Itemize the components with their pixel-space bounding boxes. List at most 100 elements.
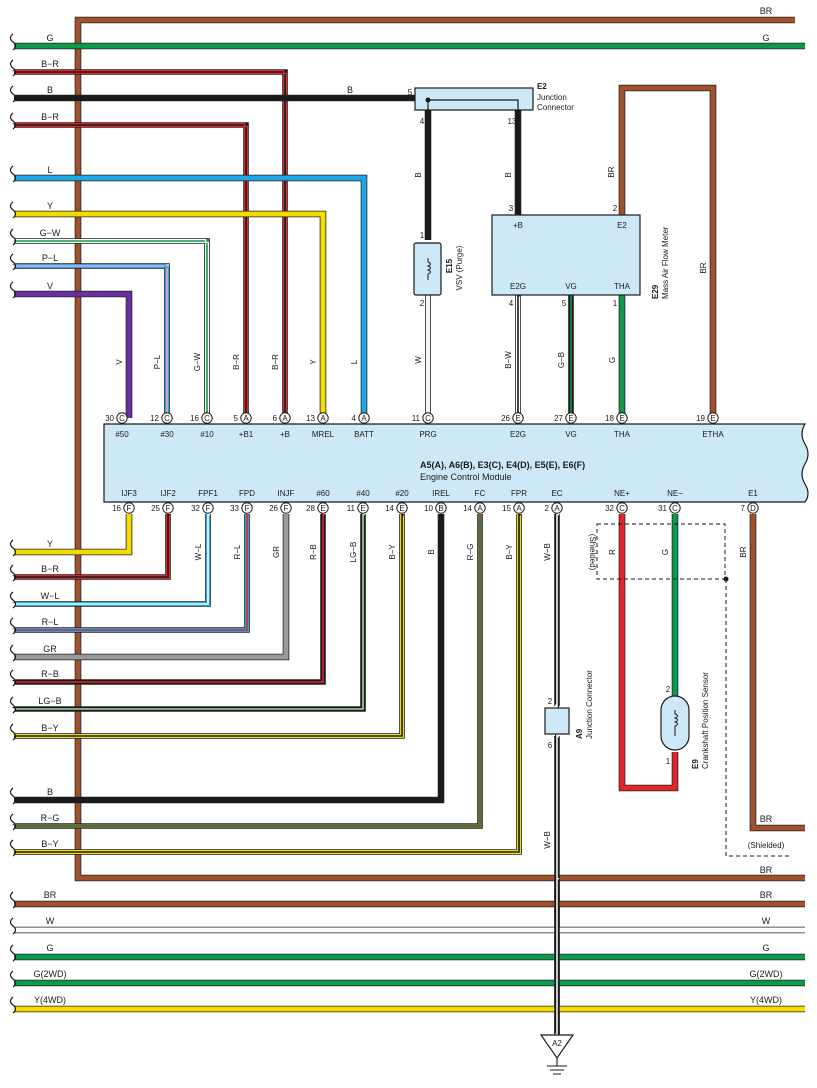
wire-core (14, 514, 325, 684)
a9-code: A9 (575, 728, 584, 739)
pin-letter: F (127, 504, 132, 513)
wire-v-50 (14, 290, 133, 418)
ecm-bottom-pin (747, 502, 759, 514)
e15-coil-icon (426, 258, 431, 280)
ecm-bottom-pin (669, 502, 681, 514)
e29-pin-tha: THA (614, 282, 631, 291)
vert-top-label: L (350, 359, 359, 364)
pin-letter: C (164, 414, 170, 423)
wire-stripe (15, 515, 249, 632)
ecm-top-pin-name: E2G (510, 430, 526, 439)
e2-junction-connector (414, 87, 534, 111)
break-left-bottom (9, 669, 17, 687)
a9-pin-2: 2 (548, 697, 553, 706)
ecm-top-pin-name: #30 (160, 430, 174, 439)
a9-pin-6: 6 (548, 741, 553, 750)
e29-pin-e2: E2 (617, 221, 627, 230)
wire-stripe (12, 264, 167, 417)
pin-letter: D (750, 504, 756, 513)
ecm-top-pin (512, 412, 524, 424)
wire-stripe (12, 512, 519, 852)
wire-rl-fpd (12, 512, 250, 633)
br-e1-label: BR (760, 814, 773, 824)
ecm-top-pin-num: 19 (696, 414, 705, 423)
ecm-bottom-pin-num: 32 (605, 504, 614, 513)
wire-stripe (15, 266, 169, 420)
pin-letter: C (672, 504, 678, 513)
ecm-bottom-pin-name: FC (475, 489, 486, 498)
pin-letter: E (710, 414, 715, 423)
a9-name: Junction Connector (585, 670, 594, 739)
break-left-top (9, 165, 17, 183)
ecm-bottom-pin-num: 14 (385, 504, 394, 513)
pin-letter: F (166, 504, 171, 513)
ecm-top-pin-num: 11 (412, 414, 421, 423)
left-top-wire-label: B−R (41, 59, 59, 69)
vert-bottom-label: B (427, 549, 436, 554)
wire-y-ijf3 (14, 514, 133, 556)
wire-r-ne-plus (618, 514, 679, 792)
e9-pin-1: 1 (666, 757, 671, 766)
break-bottom-bus (9, 891, 17, 909)
vert-bottom-label: G (661, 549, 670, 555)
wire-stripe (15, 515, 210, 606)
e9-name: Crankshaft Position Sensor (701, 672, 710, 769)
wire-stripe (12, 70, 285, 417)
wire-stripe (12, 239, 207, 417)
bottom-bus-right-label: BR (760, 890, 773, 900)
e2-name-1: Junction (537, 93, 567, 102)
ecm-bottom-pin-num: 11 (347, 504, 356, 513)
e9-sensor-body (660, 695, 690, 751)
wire-outline (14, 290, 133, 418)
ecm-bottom-pin-name: E1 (748, 489, 758, 498)
bottom-bus-left-label: Y(4WD) (34, 995, 66, 1005)
wire-wb-ground-over (554, 876, 560, 1037)
left-top-wire-label: G−W (40, 228, 61, 238)
components-layer (103, 87, 809, 1075)
br-e2-label: BR (607, 166, 616, 177)
ecm-title: A5(A), A6(B), E3(C), E4(D), E5(E), E6(F) (420, 460, 585, 470)
break-bottom-bus (9, 996, 17, 1014)
e29-num-3: 3 (509, 204, 514, 213)
wire-outline (14, 263, 170, 418)
pin-letter: A (477, 504, 483, 513)
b-e29-label: B (504, 172, 513, 177)
pin-letter: E (515, 414, 520, 423)
vert-bottom-label: LG−B (349, 542, 358, 563)
wire-stripe (15, 515, 521, 854)
ecm-top-pin-num: 13 (306, 414, 315, 423)
break-left-top (9, 228, 17, 246)
break-g-top (9, 33, 17, 51)
left-bottom-wire-label: R−B (41, 669, 59, 679)
break-bottom-bus (9, 970, 17, 988)
e29-code: E29 (651, 284, 660, 299)
wire-core (619, 514, 678, 791)
wire-gr-injf (14, 514, 290, 661)
wire-stripe (12, 512, 208, 604)
w-prg-label: W (414, 356, 423, 364)
wire-outline (14, 514, 171, 580)
pin-letter: A (282, 414, 288, 423)
break-left-bottom (9, 591, 17, 609)
pin-letter: F (206, 504, 211, 513)
e2-pin-5: 5 (408, 88, 413, 97)
vert-top-label: B−R (232, 354, 241, 370)
pin-letter: C (619, 504, 625, 513)
ecm-bottom-pin-name: IJF3 (121, 489, 137, 498)
wire-br-e2-etha (618, 84, 717, 418)
ecm-top-pin (707, 412, 719, 424)
ecm-top-pin (565, 412, 577, 424)
ecm-top-pin-num: 27 (554, 414, 563, 423)
pin-letter: A (554, 504, 560, 513)
e9-pin-2: 2 (666, 685, 671, 694)
ecm-bottom-pin (162, 502, 174, 514)
wire-core (14, 514, 521, 854)
e29-pin-e2g: E2G (510, 282, 526, 291)
ecm-top-pin (358, 412, 370, 424)
break-left-top (9, 201, 17, 219)
left-low-wire-label: B−Y (41, 839, 58, 849)
wire-core (14, 514, 132, 555)
ecm-top-pin-num: 30 (105, 414, 114, 423)
ecm-bottom-pin-num: 33 (230, 504, 239, 513)
e15-pin-2: 2 (420, 299, 425, 308)
